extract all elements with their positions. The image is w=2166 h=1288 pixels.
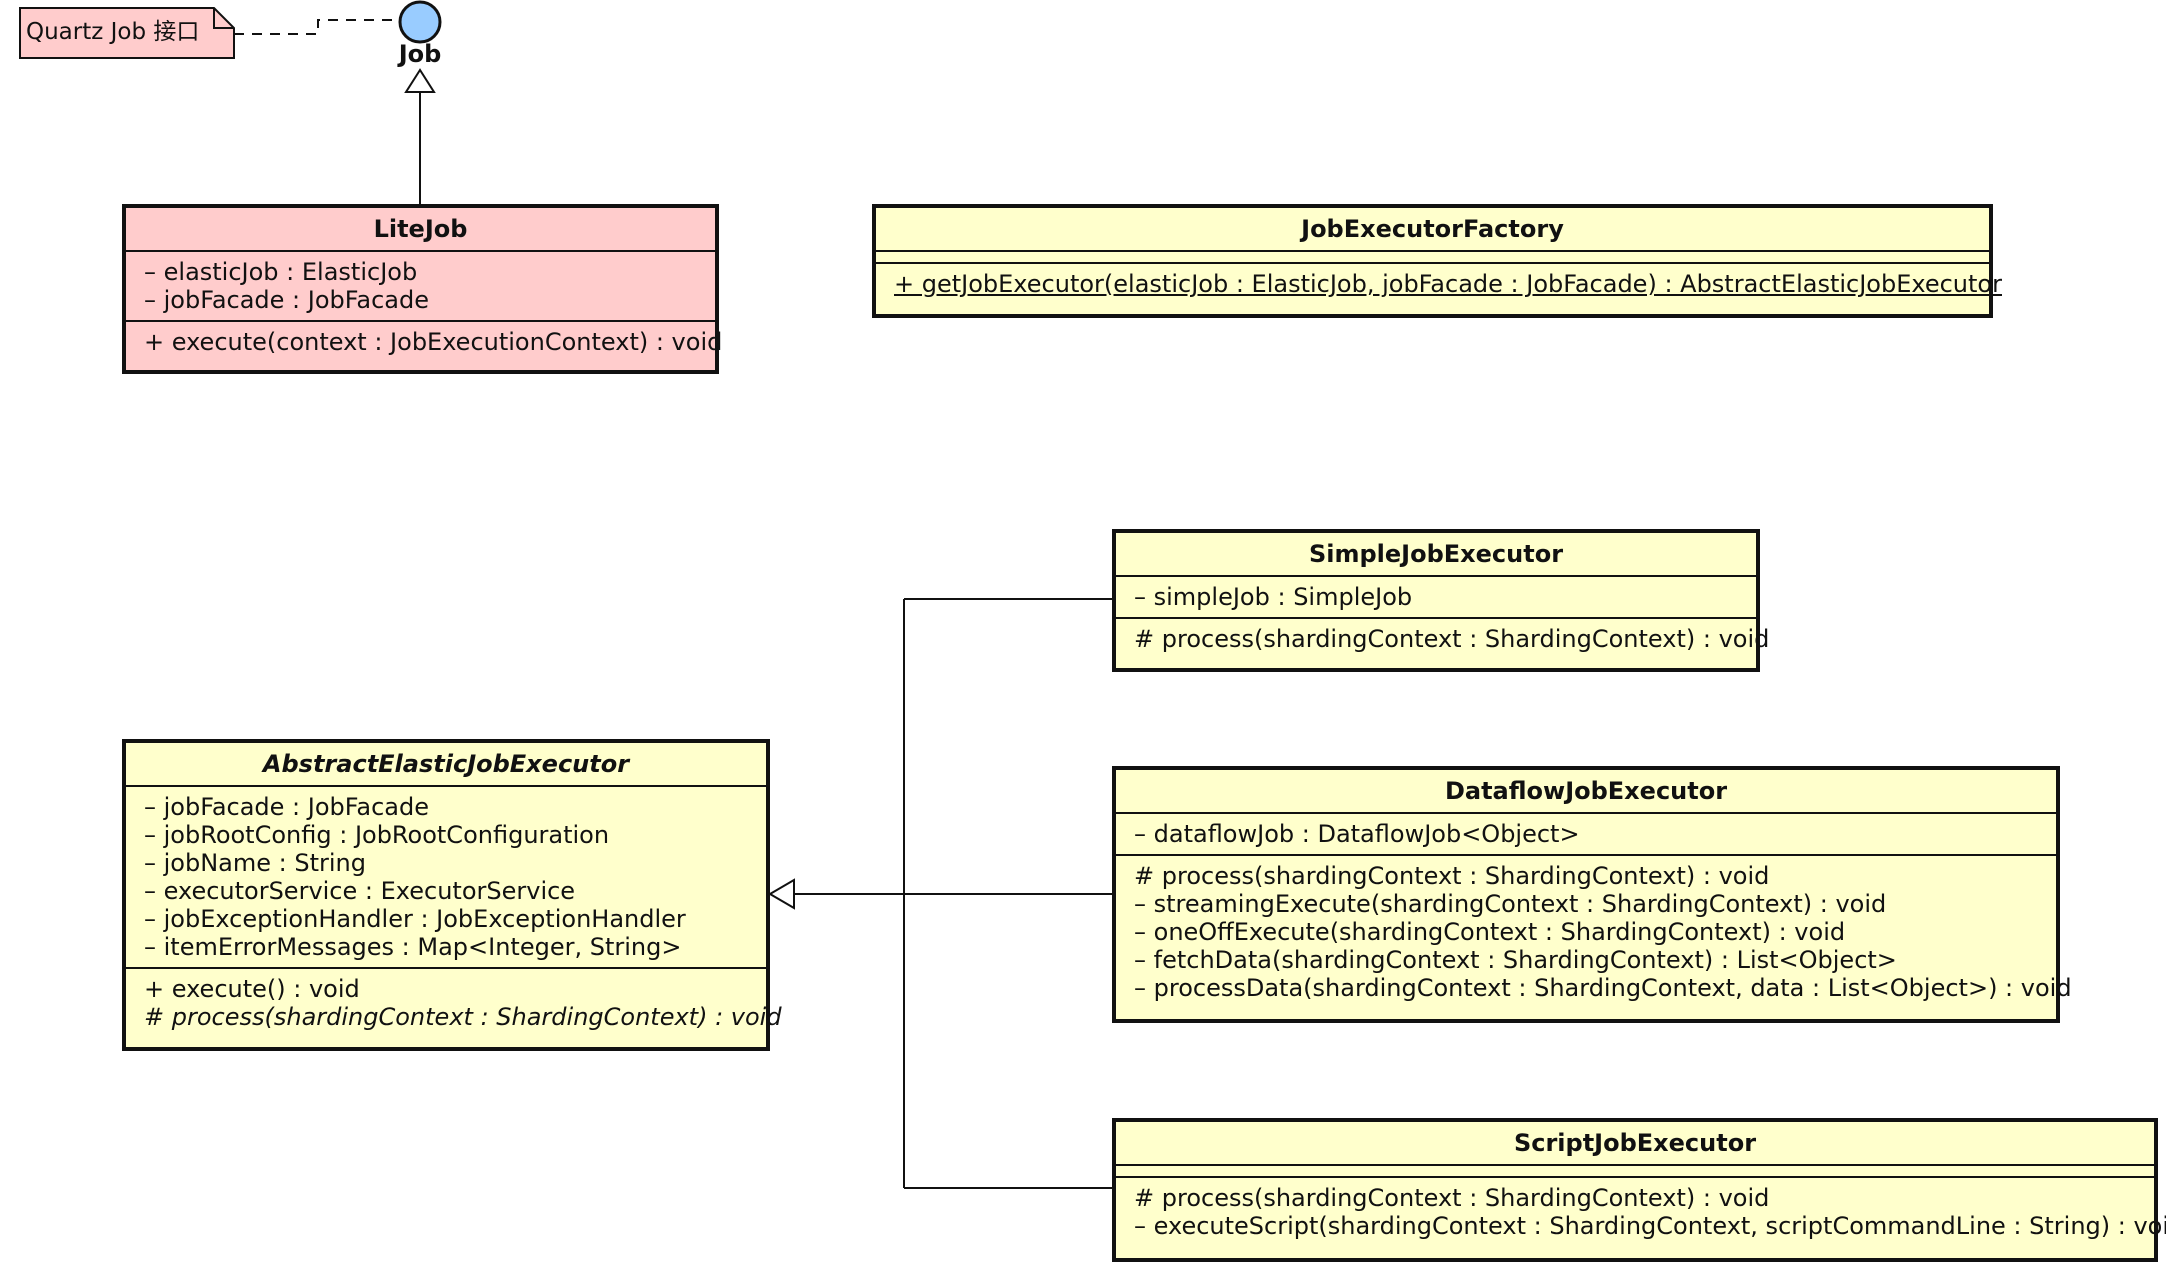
attributes-section: – simpleJob : SimpleJob	[1116, 577, 1756, 619]
realization-arrowhead	[404, 68, 436, 93]
operation: + execute() : void	[144, 975, 360, 1003]
operation: – fetchData(shardingContext : ShardingCo…	[1134, 946, 1897, 974]
class-title: SimpleJobExecutor	[1116, 533, 1756, 577]
attributes-section: – dataflowJob : DataflowJob<Object>	[1116, 814, 2056, 856]
class-title: LiteJob	[126, 208, 715, 252]
operation: # process(shardingContext : ShardingCont…	[1134, 1184, 1770, 1212]
operation: – executeScript(shardingContext : Shardi…	[1134, 1212, 2166, 1240]
quartz-job-note: Quartz Job 接口	[26, 19, 200, 45]
class-dataflow-job-executor[interactable]: DataflowJobExecutor – dataflowJob : Data…	[1112, 766, 2072, 1023]
operation: + getJobExecutor(elasticJob : ElasticJob…	[894, 270, 2002, 298]
generalization-arrowhead	[768, 878, 795, 910]
note-shape	[19, 7, 235, 59]
class-simple-job-executor[interactable]: SimpleJobExecutor – simpleJob : SimpleJo…	[1112, 529, 1770, 672]
operations-section: # process(shardingContext : ShardingCont…	[1116, 856, 2072, 1008]
operation: # process(shardingContext : ShardingCont…	[144, 1003, 782, 1031]
job-interface-label: Job	[398, 40, 442, 68]
operation: # process(shardingContext : ShardingCont…	[1134, 625, 1770, 653]
class-title: DataflowJobExecutor	[1116, 770, 2056, 814]
operations-section: + execute() : void # process(shardingCon…	[126, 969, 782, 1037]
attribute: – jobFacade : JobFacade	[144, 286, 429, 314]
note-link-line	[234, 19, 398, 35]
attributes-section	[1116, 1166, 2154, 1178]
class-abstract-elastic-job-executor[interactable]: AbstractElasticJobExecutor – jobFacade :…	[122, 739, 782, 1051]
operation: + execute(context : JobExecutionContext)…	[144, 328, 723, 356]
operation: # process(shardingContext : ShardingCont…	[1134, 862, 1770, 890]
operation: – streamingExecute(shardingContext : Sha…	[1134, 890, 1887, 918]
attribute: – simpleJob : SimpleJob	[1134, 583, 1413, 611]
attribute: – jobFacade : JobFacade	[144, 793, 429, 821]
class-script-job-executor[interactable]: ScriptJobExecutor # process(shardingCont…	[1112, 1118, 2166, 1262]
operation: – oneOffExecute(shardingContext : Shardi…	[1134, 918, 1846, 946]
operations-section: # process(shardingContext : ShardingCont…	[1116, 619, 1770, 659]
class-title: ScriptJobExecutor	[1116, 1122, 2154, 1166]
operations-section: + execute(context : JobExecutionContext)…	[126, 322, 723, 362]
operation: – processData(shardingContext : Sharding…	[1134, 974, 2072, 1002]
attribute: – jobName : String	[144, 849, 366, 877]
attribute: – executorService : ExecutorService	[144, 877, 576, 905]
class-job-executor-factory[interactable]: JobExecutorFactory + getJobExecutor(elas…	[872, 204, 2002, 318]
class-lite-job[interactable]: LiteJob – elasticJob : ElasticJob – jobF…	[122, 204, 723, 374]
class-title: JobExecutorFactory	[876, 208, 1989, 252]
attribute: – dataflowJob : DataflowJob<Object>	[1134, 820, 1580, 848]
attribute: – jobExceptionHandler : JobExceptionHand…	[144, 905, 686, 933]
attributes-section: – elasticJob : ElasticJob – jobFacade : …	[126, 252, 715, 322]
attributes-section: – jobFacade : JobFacade – jobRootConfig …	[126, 787, 766, 969]
attributes-section	[876, 252, 1989, 264]
operations-section: # process(shardingContext : ShardingCont…	[1116, 1178, 2166, 1246]
operations-section: + getJobExecutor(elasticJob : ElasticJob…	[876, 264, 2002, 304]
attribute: – jobRootConfig : JobRootConfiguration	[144, 821, 610, 849]
class-title: AbstractElasticJobExecutor	[126, 743, 766, 787]
attribute: – itemErrorMessages : Map<Integer, Strin…	[144, 933, 682, 961]
attribute: – elasticJob : ElasticJob	[144, 258, 418, 286]
job-interface-icon	[398, 0, 442, 44]
note-fold	[213, 8, 234, 29]
